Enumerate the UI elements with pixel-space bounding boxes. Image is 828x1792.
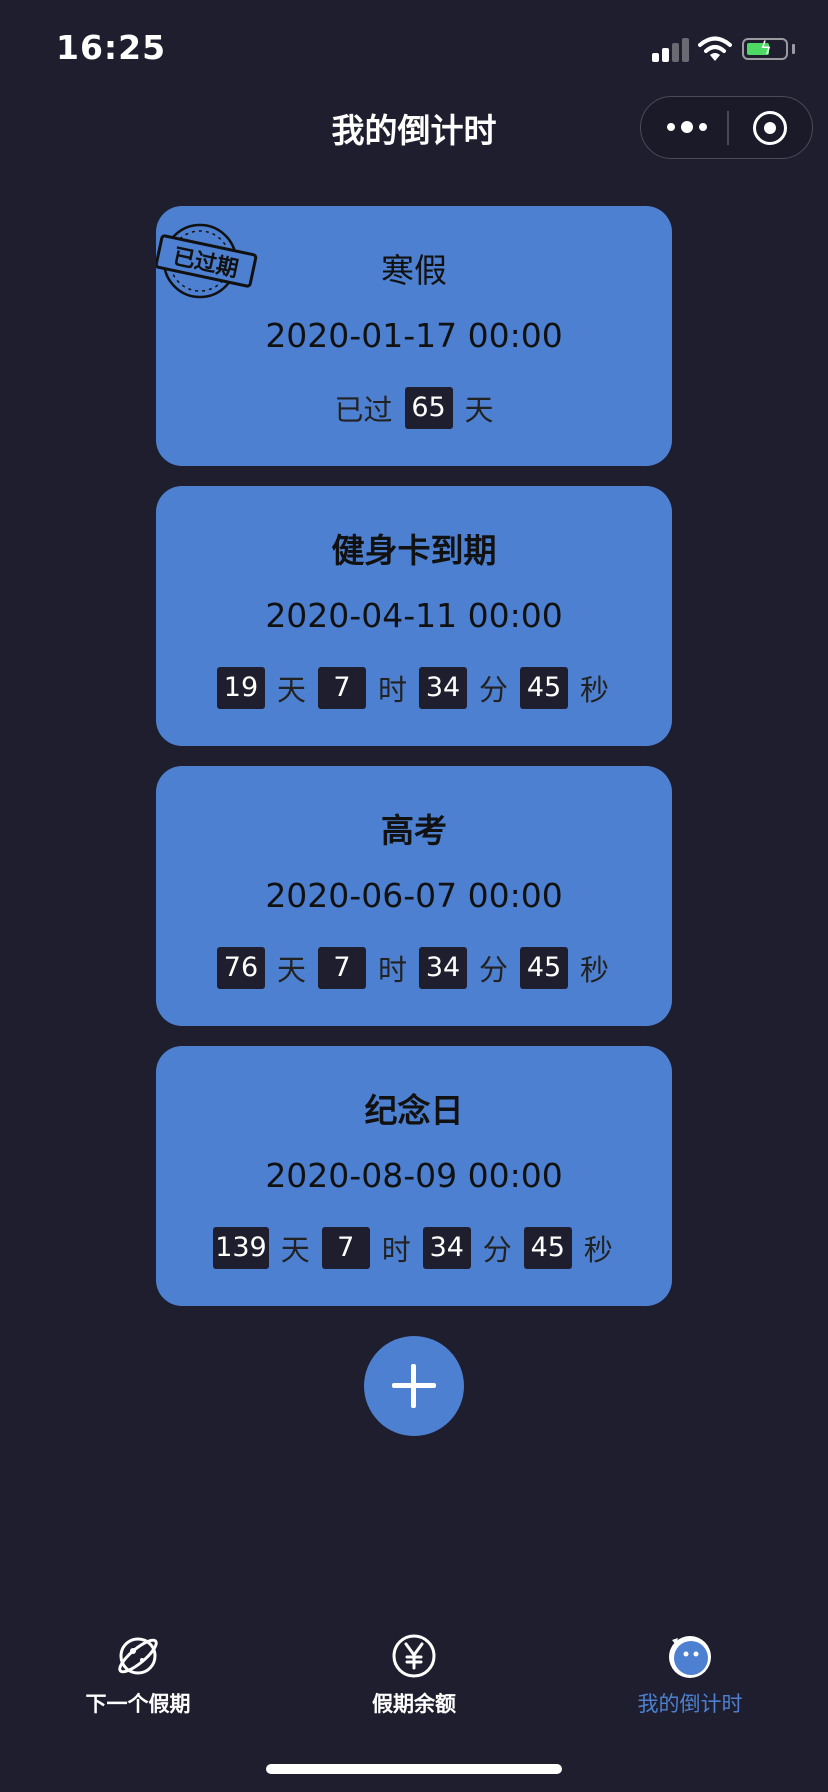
close-mini-program-icon[interactable] (753, 111, 787, 145)
countdown-date: 2020-06-07 00:00 (265, 876, 563, 915)
countdown-title: 高考 (381, 811, 447, 850)
days-unit: 天 (280, 1233, 310, 1267)
days-value: 76 (216, 947, 265, 989)
minutes-value: 34 (422, 1227, 471, 1269)
mini-program-capsule (640, 96, 813, 159)
days-value: 65 (404, 387, 453, 429)
elapsed-prefix: 已过 (334, 393, 393, 427)
countdown-title: 纪念日 (364, 1091, 464, 1130)
add-countdown-button[interactable] (364, 1336, 464, 1436)
home-indicator (266, 1764, 562, 1774)
tab-holiday-balance[interactable]: 假期余额 (314, 1632, 514, 1742)
hours-unit: 时 (381, 1233, 411, 1267)
seconds-unit: 秒 (583, 1233, 613, 1267)
yen-icon (392, 1634, 436, 1678)
hours-unit: 时 (377, 953, 407, 987)
countdown-date: 2020-04-11 00:00 (265, 596, 563, 635)
hours-unit: 时 (377, 673, 407, 707)
days-value: 139 (213, 1227, 269, 1269)
minutes-value: 34 (419, 667, 467, 709)
tab-label: 我的倒计时 (637, 1692, 743, 1716)
mascot-icon (669, 1636, 711, 1678)
battery-cap (792, 44, 795, 54)
battery-icon: ϟ (742, 38, 788, 60)
countdown-date: 2020-01-17 00:00 (265, 316, 563, 355)
countdown-remaining: 19 天 7 时 34 分 45 秒 (156, 666, 672, 710)
hours-value: 7 (317, 947, 366, 989)
days-value: 19 (216, 667, 265, 709)
countdown-card[interactable]: 健身卡到期 2020-04-11 00:00 19 天 7 时 34 分 45 … (156, 486, 672, 746)
tab-my-countdown[interactable]: 我的倒计时 (590, 1632, 790, 1742)
capsule-divider (727, 111, 729, 145)
seconds-value: 45 (523, 1227, 572, 1269)
countdown-date: 2020-08-09 00:00 (265, 1156, 563, 1195)
days-unit: 天 (276, 953, 306, 987)
countdown-title: 寒假 (381, 251, 447, 290)
expired-stamp: 已过期 (156, 223, 258, 299)
minutes-value: 34 (419, 947, 467, 989)
planet-icon (118, 1637, 158, 1675)
tab-label: 下一个假期 (85, 1692, 191, 1716)
countdown-card[interactable]: 高考 2020-06-07 00:00 76 天 7 时 34 分 45 秒 (156, 766, 672, 1026)
countdown-title: 健身卡到期 (331, 531, 497, 570)
days-unit: 天 (464, 393, 494, 427)
page-title: 我的倒计时 (331, 111, 497, 150)
minutes-unit: 分 (479, 673, 509, 707)
tab-label: 假期余额 (372, 1692, 456, 1716)
tab-next-holiday[interactable]: 下一个假期 (38, 1632, 238, 1742)
hours-value: 7 (321, 1227, 370, 1269)
countdown-elapsed: 已过 65 天 (156, 386, 672, 430)
cellular-signal-icon (652, 36, 690, 62)
seconds-value: 45 (520, 667, 569, 709)
seconds-unit: 秒 (580, 953, 610, 987)
wifi-icon (698, 36, 732, 61)
countdown-remaining: 76 天 7 时 34 分 45 秒 (156, 946, 672, 990)
seconds-value: 45 (520, 947, 569, 989)
minutes-unit: 分 (482, 1233, 512, 1267)
hours-value: 7 (317, 667, 366, 709)
countdown-remaining: 139 天 7 时 34 分 45 秒 (156, 1226, 672, 1270)
status-bar: 16:25 ϟ (0, 0, 828, 100)
minutes-unit: 分 (479, 953, 509, 987)
seconds-unit: 秒 (580, 673, 610, 707)
countdown-card-expired[interactable]: 已过期 寒假 2020-01-17 00:00 已过 65 天 (156, 206, 672, 466)
more-icon[interactable] (665, 113, 709, 141)
status-time: 16:25 (56, 28, 167, 67)
days-unit: 天 (276, 673, 306, 707)
countdown-card[interactable]: 纪念日 2020-08-09 00:00 139 天 7 时 34 分 45 秒 (156, 1046, 672, 1306)
